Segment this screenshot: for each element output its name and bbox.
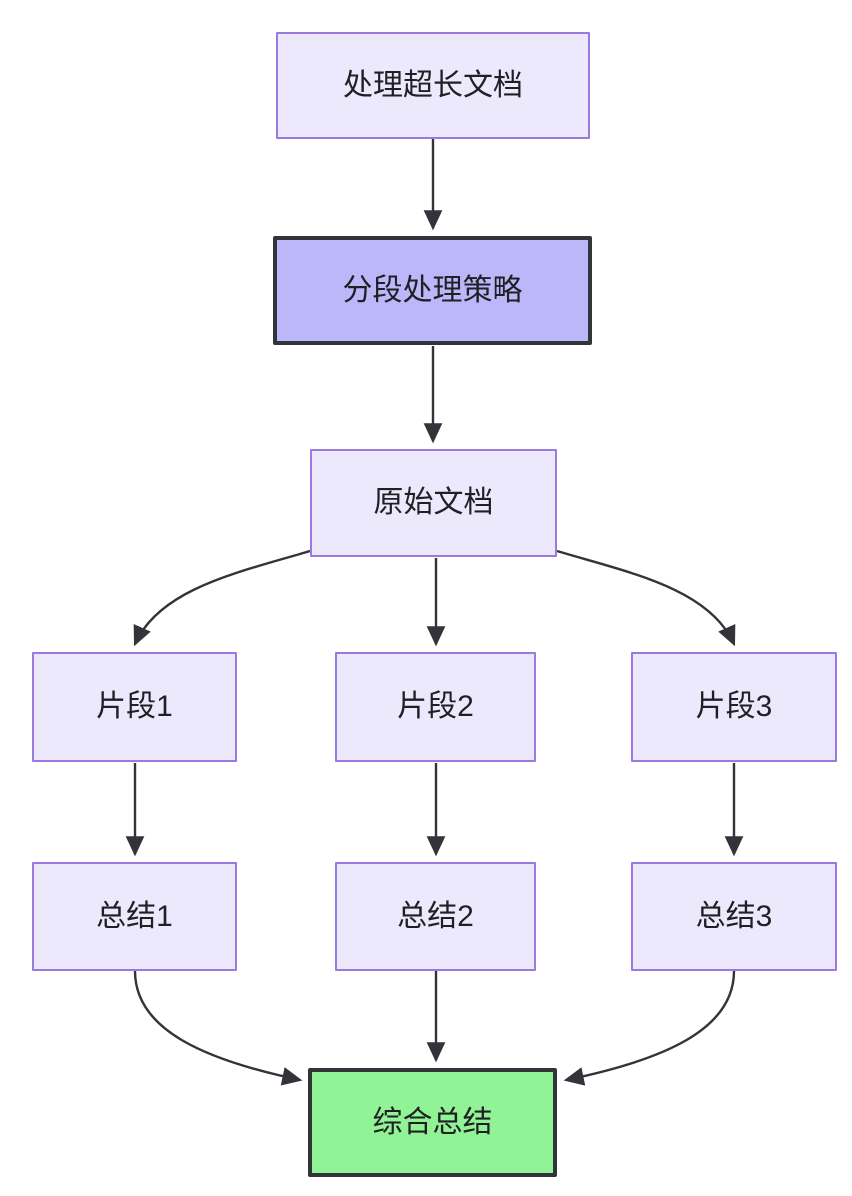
node-label: 原始文档 <box>373 486 494 519</box>
edge-source-to-fragment-1 <box>133 549 311 647</box>
node-fragment-2[interactable]: 片段2 <box>335 652 536 762</box>
node-label: 总结3 <box>695 899 773 933</box>
node-label: 分段处理策略 <box>342 273 523 307</box>
node-label: 总结2 <box>397 899 474 933</box>
edge-summary-3-to-final <box>563 970 736 1086</box>
node-summary-3[interactable]: 总结3 <box>631 862 837 971</box>
node-label: 综合总结 <box>372 1105 493 1139</box>
node-label: 片段2 <box>397 690 474 723</box>
node-combined-summary[interactable]: 综合总结 <box>308 1068 557 1177</box>
node-process-long-document[interactable]: 处理超长文档 <box>276 32 590 139</box>
node-label: 片段3 <box>695 690 773 723</box>
node-summary-1[interactable]: 总结1 <box>32 862 237 971</box>
node-fragment-3[interactable]: 片段3 <box>631 652 837 762</box>
node-summary-2[interactable]: 总结2 <box>335 862 536 971</box>
node-label: 总结1 <box>96 899 173 933</box>
node-label: 片段1 <box>96 690 173 723</box>
node-source-document[interactable]: 原始文档 <box>310 449 557 557</box>
node-fragment-1[interactable]: 片段1 <box>32 652 237 762</box>
edge-summary-1-to-final <box>133 970 303 1086</box>
node-label: 处理超长文档 <box>343 68 523 102</box>
edge-source-to-fragment-3 <box>556 549 736 647</box>
node-chunking-strategy[interactable]: 分段处理策略 <box>273 236 592 345</box>
